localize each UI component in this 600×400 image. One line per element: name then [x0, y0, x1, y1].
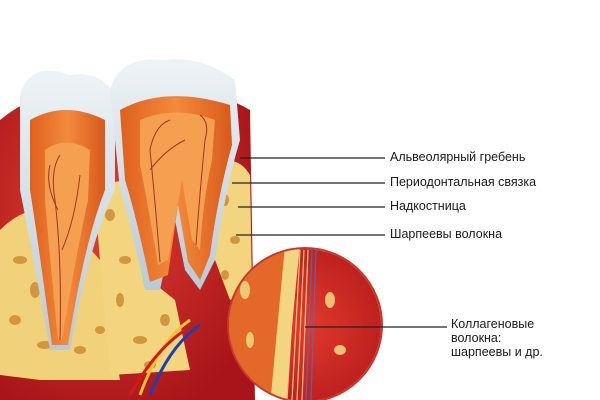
neurovascular-bundle: [128, 318, 201, 396]
pulp-middle: [140, 112, 215, 265]
label-sharpey-fibers: Шарпеевы волокна: [390, 227, 503, 241]
label-collagen-fibers-line3: шарпеевы и др.: [451, 345, 543, 359]
magnified-detail: [227, 247, 383, 400]
label-collagen-fibers-line2: волокна:: [451, 331, 502, 345]
label-collagen-fibers-line1: Коллагеновые: [451, 317, 535, 331]
pulp-left: [45, 142, 90, 340]
label-periosteum: Надкостница: [390, 199, 466, 213]
tooth-left: [20, 70, 115, 350]
tooth-middle: [110, 59, 240, 290]
label-periodontal-ligament: Периодонтальная связка: [390, 175, 537, 189]
label-alveolar-crest: Альвеолярный гребень: [390, 150, 526, 164]
label-collagen-fibers: Коллагеновые волокна: шарпеевы и др.: [451, 317, 543, 359]
leader-lines: [232, 157, 447, 328]
